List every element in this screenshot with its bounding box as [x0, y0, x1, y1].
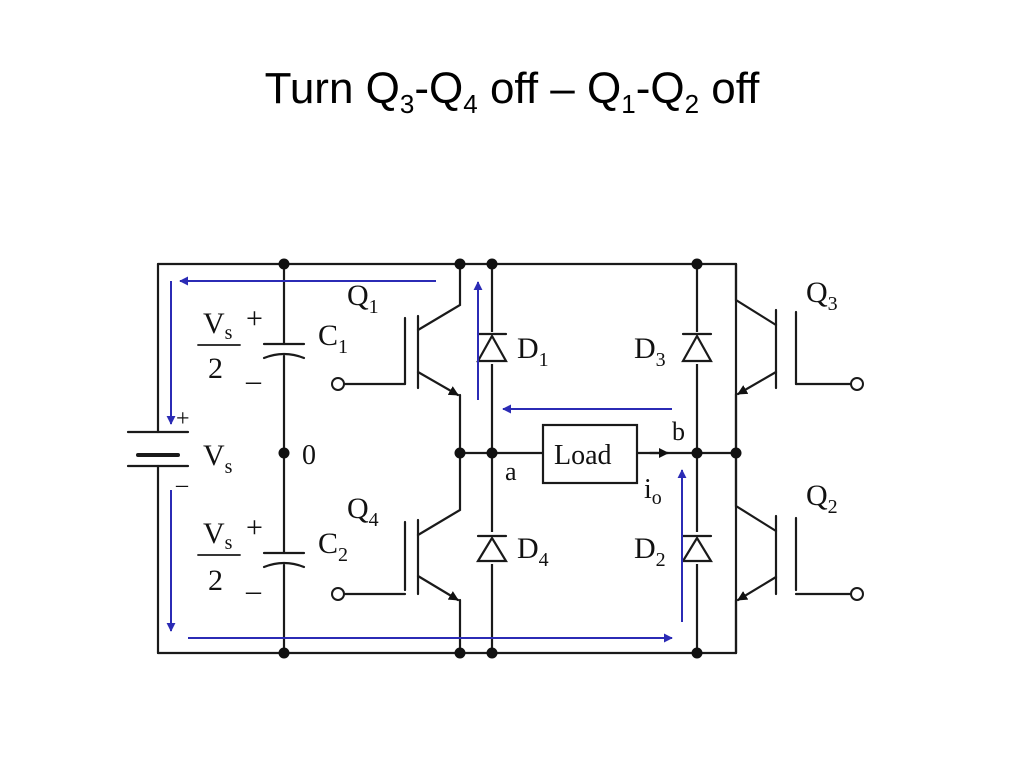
transistor-q2: [734, 451, 864, 655]
title-mid-1: -Q: [414, 64, 464, 113]
label-vs-half-top-den: 2: [208, 352, 223, 385]
label-d1: D1: [517, 332, 549, 371]
transistor-q4: [331, 451, 462, 655]
transistor-q1: [331, 262, 462, 455]
label-plus-c1: +: [246, 302, 263, 335]
slide-title: Turn Q3-Q4 off – Q1-Q2 off: [0, 64, 1024, 117]
label-node-b: b: [672, 417, 685, 446]
load-box: [541, 423, 670, 485]
label-c2: C2: [318, 527, 348, 566]
label-minus-source: –: [175, 472, 189, 498]
diode-d4: [476, 532, 508, 564]
label-minus-c1: –: [245, 364, 262, 397]
label-d2: D2: [634, 532, 666, 571]
junction-dot: [454, 447, 466, 459]
title-sub-4: 2: [684, 89, 700, 119]
junction-dot: [454, 647, 466, 659]
label-vs-half-top-num: Vs: [203, 307, 233, 344]
title-prefix: Turn Q: [264, 64, 400, 113]
label-load: Load: [554, 440, 612, 471]
junction-dot: [486, 647, 498, 659]
label-minus-c2: –: [245, 574, 262, 607]
title-mid-3: -Q: [635, 64, 685, 113]
junction-dot: [278, 258, 290, 270]
title-mid-2: off – Q: [477, 64, 622, 113]
label-current-io: io: [644, 474, 662, 509]
label-node-zero: 0: [302, 440, 316, 471]
diode-d1: [476, 332, 508, 364]
dc-source: [126, 430, 190, 468]
junction-dot: [486, 447, 498, 459]
label-node-a: a: [505, 457, 517, 486]
junction-dot: [691, 447, 703, 459]
label-q4: Q4: [347, 492, 379, 531]
label-d3: D3: [634, 332, 666, 371]
label-vs-half-bot-den: 2: [208, 564, 223, 597]
diode-d3: [681, 332, 713, 364]
junction-dot: [454, 258, 466, 270]
label-d4: D4: [517, 532, 549, 571]
label-vs-half-bot-num: Vs: [203, 517, 233, 554]
capacitor-c1: [262, 342, 306, 360]
label-plus-source: +: [176, 406, 190, 432]
junction-dots: [278, 258, 742, 659]
label-q1: Q1: [347, 279, 379, 318]
labels: Q1 Q4 Q3 Q2 C1 C2 D1 D4 D3 D2 Vs 2 + – V…: [175, 276, 838, 607]
title-sub-3: 1: [621, 89, 636, 119]
junction-dot: [691, 258, 703, 270]
junction-dot: [278, 447, 290, 459]
capacitor-c2: [262, 551, 306, 569]
label-q3: Q3: [806, 276, 838, 315]
label-c1: C1: [318, 319, 348, 358]
diode-d2: [681, 532, 713, 564]
current-path: [166, 276, 687, 643]
title-sub-1: 3: [399, 89, 415, 119]
transistor-q3: [734, 262, 864, 455]
junction-dot: [691, 647, 703, 659]
title-suffix: off: [699, 64, 760, 113]
junction-dot: [278, 647, 290, 659]
junction-dot: [486, 258, 498, 270]
title-sub-2: 4: [463, 89, 478, 119]
label-plus-c2: +: [246, 511, 263, 544]
junction-dot: [730, 447, 742, 459]
label-vs-main: Vs: [203, 439, 233, 478]
label-q2: Q2: [806, 479, 838, 518]
